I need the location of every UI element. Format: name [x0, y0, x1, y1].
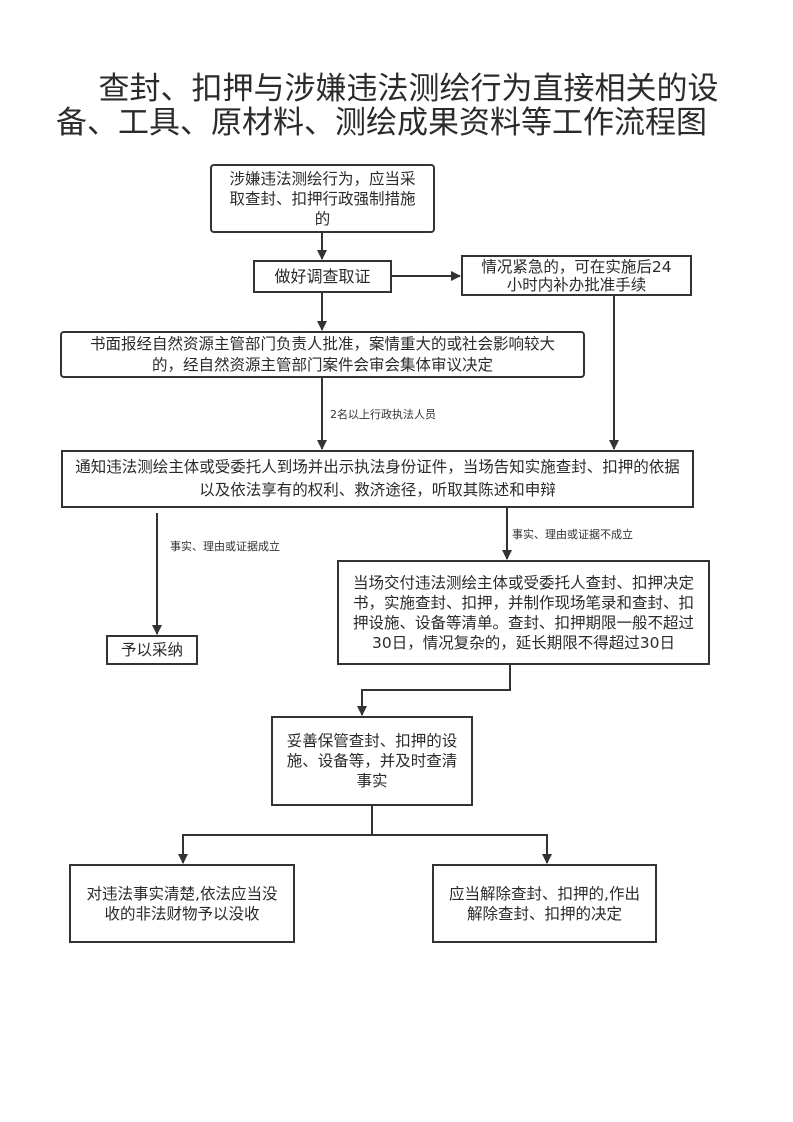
node-confiscate-text: 对违法事实清楚,依法应当没收的非法财物予以没收 — [86, 884, 278, 923]
node-deliver-text: 当场交付违法测绘主体或受委托人查封、扣押决定书，实施查封、扣押，并制作现场笔录和… — [352, 573, 694, 652]
node-investigate: 做好调查取证 — [253, 260, 392, 293]
node-custody: 妥善保管查封、扣押的设施、设备等，并及时查清事实 — [271, 716, 473, 806]
edge-deliver-to-custody — [357, 664, 511, 716]
node-approval: 书面报经自然资源主管部门负责人批准，案情重大的或社会影响较大的，经自然资源主管部… — [60, 331, 585, 378]
node-accept: 予以采纳 — [106, 635, 198, 665]
edge-custody-to-confiscate — [178, 834, 372, 864]
node-notify: 通知违法测绘主体或受委托人到场并出示执法身份证件，当场告知实施查封、扣押的依据以… — [61, 450, 694, 508]
node-accept-text: 予以采纳 — [120, 641, 183, 659]
node-start-text: 涉嫌违法测绘行为，应当采取查封、扣押行政强制措施的 — [229, 169, 416, 228]
node-urgent-text: 情况紧急的，可在实施后24小时内补办批准手续 — [481, 257, 672, 294]
node-custody-text: 妥善保管查封、扣押的设施、设备等，并及时查清事实 — [286, 732, 458, 790]
node-release: 应当解除查封、扣押的,作出解除查封、扣押的决定 — [432, 864, 657, 943]
edge-custody-to-release — [372, 834, 552, 864]
node-deliver: 当场交付违法测绘主体或受委托人查封、扣押决定书，实施查封、扣押，并制作现场笔录和… — [337, 560, 710, 665]
node-urgent: 情况紧急的，可在实施后24小时内补办批准手续 — [461, 255, 692, 296]
page-title-line-2: 备、工具、原材料、测绘成果资料等工作流程图 — [56, 105, 707, 141]
node-notify-text: 通知违法测绘主体或受委托人到场并出示执法身份证件，当场告知实施查封、扣押的依据以… — [75, 458, 680, 499]
page-title-line-1: 查封、扣押与涉嫌违法测绘行为直接相关的设 — [98, 71, 719, 107]
edge-label-officers: 2名以上行政执法人员 — [330, 408, 436, 421]
node-start: 涉嫌违法测绘行为，应当采取查封、扣押行政强制措施的 — [210, 164, 435, 233]
node-investigate-text: 做好调查取证 — [274, 266, 371, 286]
edge-label-facts-invalid: 事实、理由或证据不成立 — [512, 528, 633, 541]
node-confiscate: 对违法事实清楚,依法应当没收的非法财物予以没收 — [69, 864, 295, 943]
node-approval-text: 书面报经自然资源主管部门负责人批准，案情重大的或社会影响较大的，经自然资源主管部… — [89, 334, 555, 374]
edge-label-facts-valid: 事实、理由或证据成立 — [170, 540, 280, 553]
node-release-text: 应当解除查封、扣押的,作出解除查封、扣押的决定 — [449, 884, 640, 923]
